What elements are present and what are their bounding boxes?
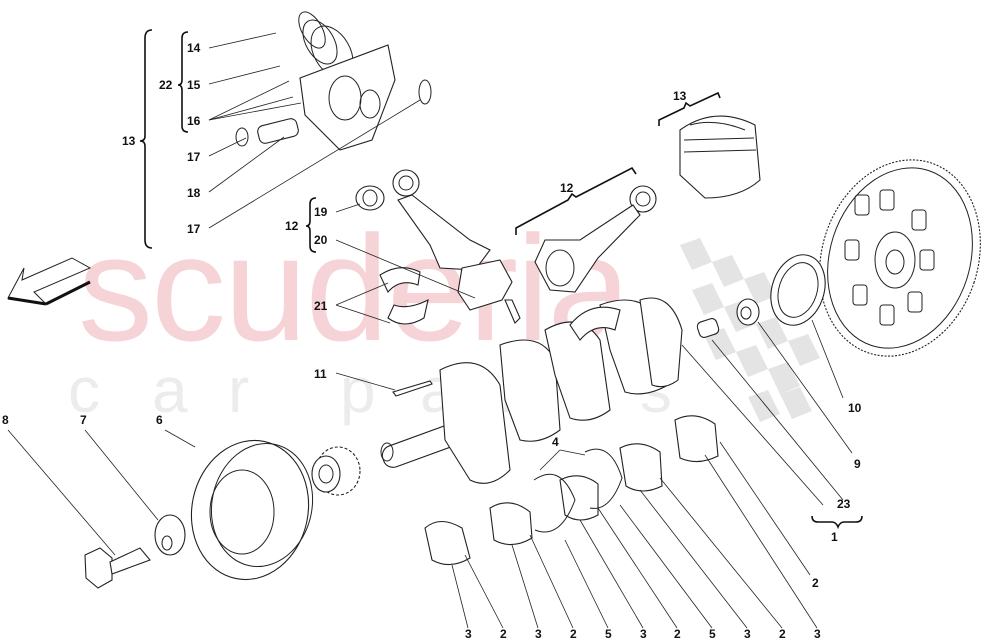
thrust-washers <box>533 448 623 533</box>
callout-2-right[interactable]: 2 <box>812 576 819 590</box>
crankshaft <box>380 297 683 484</box>
callout-bottom-2[interactable]: 2 <box>779 627 786 641</box>
callout-bottom-3[interactable]: 3 <box>465 627 472 641</box>
callout-1[interactable]: 1 <box>831 530 838 544</box>
bolt <box>84 547 151 589</box>
woodruff-key <box>392 380 433 397</box>
svg-text:a: a <box>152 354 188 426</box>
callout-20[interactable]: 20 <box>314 233 328 247</box>
callout-bottom-2[interactable]: 2 <box>500 627 507 641</box>
callout-7[interactable]: 7 <box>80 413 87 427</box>
callout-21[interactable]: 21 <box>314 299 328 313</box>
callout-6[interactable]: 6 <box>156 413 163 427</box>
connecting-rod-exploded <box>355 169 521 325</box>
washer <box>154 514 186 556</box>
callout-bottom-5[interactable]: 5 <box>605 627 612 641</box>
timing-gear <box>311 446 361 496</box>
callout-bottom-3[interactable]: 3 <box>814 627 821 641</box>
callout-13-piston-group[interactable]: 13 <box>122 134 136 148</box>
callout-22[interactable]: 22 <box>159 78 173 92</box>
callout-16[interactable]: 16 <box>187 114 201 128</box>
plug <box>696 318 720 338</box>
callout-9[interactable]: 9 <box>854 457 861 471</box>
bottom-row-callouts: 3 2 3 2 5 3 2 5 3 2 3 <box>465 627 821 641</box>
callout-12-rod-group[interactable]: 12 <box>285 219 299 233</box>
callout-12-rod[interactable]: 12 <box>560 181 574 195</box>
callout-bottom-5[interactable]: 5 <box>709 627 716 641</box>
group-braces <box>139 29 863 530</box>
callout-bottom-3[interactable]: 3 <box>535 627 542 641</box>
callout-bottom-2[interactable]: 2 <box>570 627 577 641</box>
callout-15[interactable]: 15 <box>187 78 201 92</box>
piston-assembled <box>679 115 761 199</box>
callout-13-piston[interactable]: 13 <box>673 89 687 103</box>
watermark-car-parts: c a r p a r t s <box>68 354 672 426</box>
callout-4[interactable]: 4 <box>552 435 559 449</box>
callout-labels: 14 22 15 16 13 17 18 17 19 12 20 21 12 1… <box>2 41 862 590</box>
main-bearing-shells <box>424 415 719 566</box>
callout-18[interactable]: 18 <box>187 186 201 200</box>
callout-11[interactable]: 11 <box>314 367 327 381</box>
flywheel <box>819 159 981 357</box>
svg-text:r: r <box>228 354 249 426</box>
svg-text:c: c <box>68 354 100 426</box>
crankshaft-pulley <box>190 439 314 581</box>
leader-lines <box>7 32 853 629</box>
callout-17-circlip-2[interactable]: 17 <box>187 222 201 236</box>
callout-17-circlip[interactable]: 17 <box>187 150 201 164</box>
front-direction-arrow <box>7 257 92 306</box>
piston-assembly-exploded <box>235 11 432 151</box>
callout-bottom-3[interactable]: 3 <box>640 627 647 641</box>
callout-19[interactable]: 19 <box>314 205 328 219</box>
callout-10[interactable]: 10 <box>848 401 862 415</box>
callout-23[interactable]: 23 <box>837 497 851 511</box>
pilot-bearing <box>736 298 760 326</box>
rear-oil-seal <box>770 254 826 326</box>
callout-14[interactable]: 14 <box>187 41 201 55</box>
callout-bottom-3[interactable]: 3 <box>744 627 751 641</box>
connecting-rod-assembled <box>534 185 657 293</box>
callout-bottom-2[interactable]: 2 <box>674 627 681 641</box>
callout-8[interactable]: 8 <box>2 413 9 427</box>
svg-text:p: p <box>340 354 376 426</box>
